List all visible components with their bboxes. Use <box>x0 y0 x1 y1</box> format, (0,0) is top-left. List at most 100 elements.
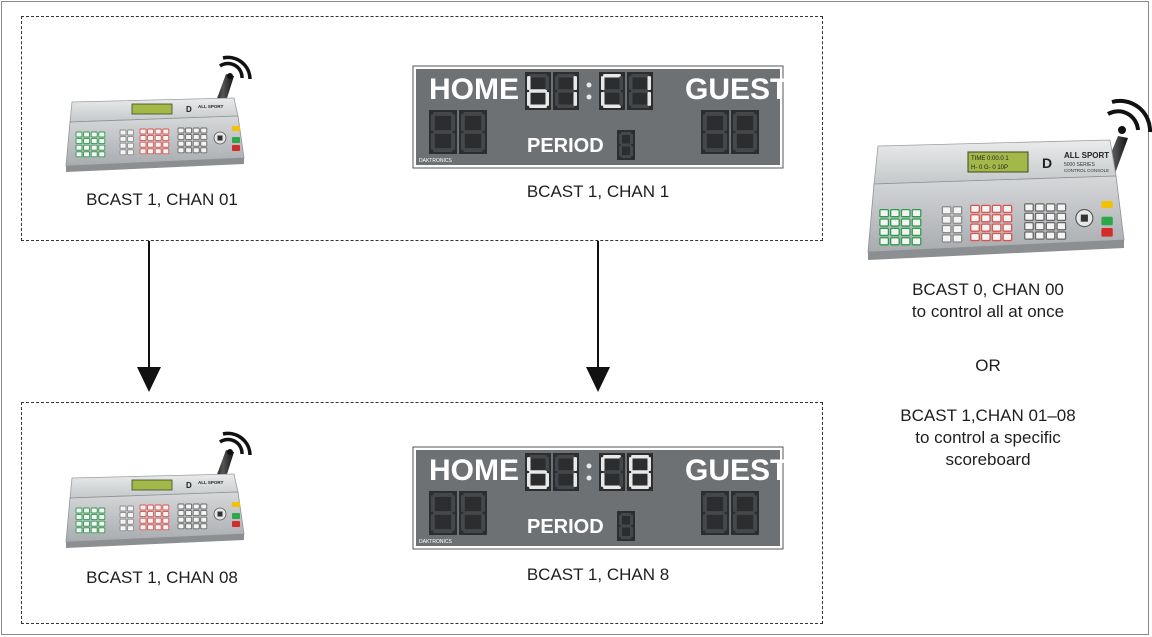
home-score-digit <box>429 491 457 535</box>
segment <box>463 112 483 116</box>
console-key <box>980 214 991 223</box>
home-label: HOME <box>429 73 519 106</box>
console-key <box>154 148 162 155</box>
segment <box>555 473 559 487</box>
segment <box>557 74 575 78</box>
console-key <box>127 129 135 136</box>
console-key <box>162 511 170 518</box>
segment <box>451 133 455 150</box>
console-key <box>879 218 890 227</box>
console-key <box>900 208 911 218</box>
dpad-center <box>217 135 223 141</box>
console-key <box>119 518 127 525</box>
console-key <box>139 148 147 155</box>
console-key <box>200 147 208 154</box>
console-key <box>90 144 98 151</box>
console-key <box>83 144 91 151</box>
segment <box>629 76 633 90</box>
console-key <box>147 511 155 518</box>
console-key <box>162 524 170 531</box>
console-key <box>192 127 200 134</box>
segment <box>629 457 633 471</box>
green-key <box>232 137 240 143</box>
console-key <box>98 144 106 151</box>
console-key <box>90 514 98 521</box>
console-key <box>177 127 185 134</box>
console-key <box>139 504 147 511</box>
clock-digit <box>525 72 551 110</box>
segment <box>601 76 605 90</box>
guest-label: GUEST <box>685 454 788 487</box>
console-key <box>147 517 155 524</box>
segment <box>703 114 707 131</box>
console-key <box>1056 203 1067 212</box>
clock-digit <box>553 453 579 491</box>
segment <box>555 457 559 471</box>
console-key <box>900 237 911 246</box>
console-key <box>127 149 135 156</box>
console-key <box>200 503 208 510</box>
clock-digit <box>599 453 625 491</box>
grey-key-block <box>119 505 135 532</box>
console-broadcast-1-chan-01 <box>64 55 252 174</box>
console-key <box>127 525 135 532</box>
green-key <box>1101 216 1113 226</box>
console-key <box>98 527 106 534</box>
console-key <box>154 141 162 148</box>
segment <box>555 92 559 106</box>
console-key <box>119 512 127 519</box>
segment <box>527 76 531 90</box>
segment <box>620 536 632 539</box>
console-key <box>1045 203 1056 212</box>
segment <box>557 485 575 489</box>
console-key <box>127 142 135 149</box>
segment <box>463 130 483 134</box>
console-key <box>83 527 91 534</box>
console-key <box>1056 222 1067 231</box>
red-key-block <box>139 504 170 531</box>
console-key <box>75 507 83 514</box>
console-key <box>1045 231 1056 240</box>
master-brand-1: ALL SPORT <box>1064 151 1109 160</box>
red-key <box>232 521 240 527</box>
console-key <box>185 503 193 510</box>
segment <box>451 514 455 531</box>
green-key-block <box>879 208 922 246</box>
console-keypad <box>75 126 240 158</box>
number-key-block <box>177 127 208 154</box>
console-keypad <box>75 502 240 534</box>
segment <box>631 104 649 108</box>
segment <box>733 133 737 150</box>
segment <box>735 493 755 497</box>
scoreboard-label-chan-8: BCAST 1, CHAN 8 <box>526 565 670 584</box>
home-score-digit <box>459 491 487 535</box>
console-key <box>83 151 91 158</box>
clock-digit <box>627 72 653 110</box>
red-key <box>1101 228 1113 237</box>
segment <box>619 145 622 157</box>
console-key <box>154 504 162 511</box>
segment <box>433 493 453 497</box>
console-key <box>980 232 991 242</box>
console-key <box>890 237 900 246</box>
segment <box>529 485 547 489</box>
segment <box>619 473 623 487</box>
console-key <box>162 504 170 511</box>
segment <box>603 89 621 93</box>
console-label-chan-08: BCAST 1, CHAN 08 <box>86 568 238 587</box>
console-key <box>119 149 127 156</box>
console-key <box>1034 203 1045 212</box>
console-key <box>1002 232 1013 242</box>
segment <box>529 74 547 78</box>
console-key <box>200 127 208 134</box>
console-key <box>162 128 170 135</box>
console-key <box>185 510 193 517</box>
console-key <box>83 131 91 138</box>
console-key <box>139 128 147 135</box>
segment <box>545 457 549 471</box>
segment <box>630 514 633 526</box>
console-key <box>90 527 98 534</box>
segment <box>630 133 633 145</box>
segment <box>463 148 483 152</box>
yellow-key <box>232 502 240 507</box>
